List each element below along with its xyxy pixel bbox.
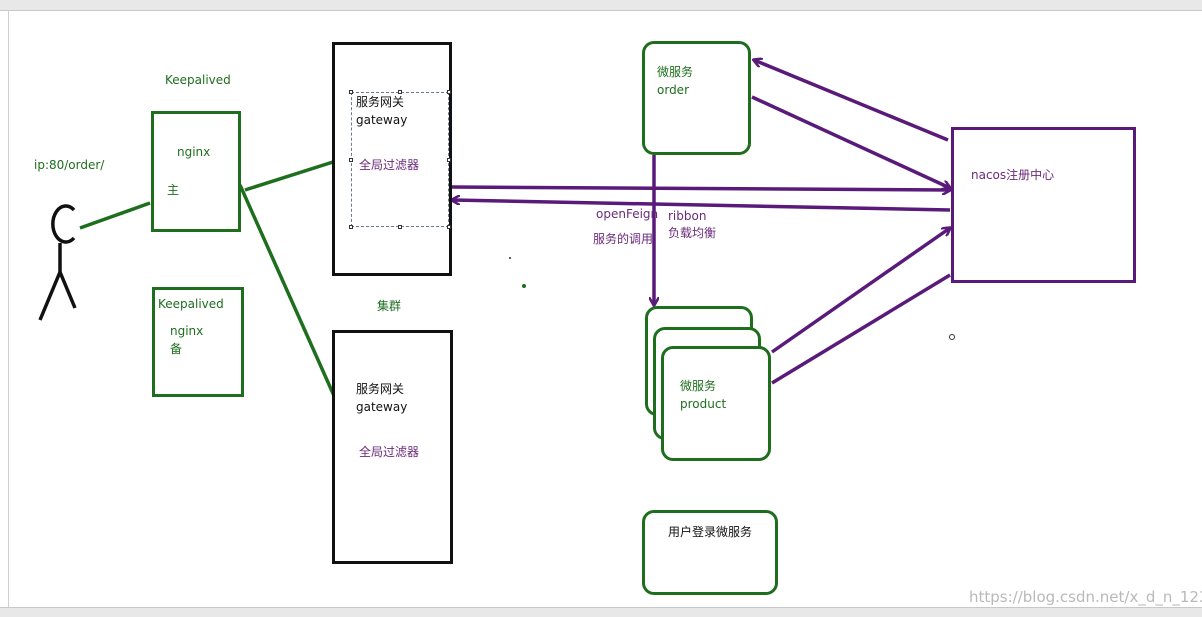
user-to-nginx-line — [79, 201, 151, 230]
login-service-box — [642, 510, 778, 595]
nginx-to-gateway2-line — [238, 184, 337, 399]
dot-marker — [949, 334, 955, 340]
selection-handle[interactable] — [447, 90, 451, 94]
nginx-backup-box — [152, 287, 244, 397]
top-toolbar-strip — [0, 0, 1202, 11]
ribbon-label: ribbon — [668, 209, 707, 223]
product-sub: product — [680, 397, 727, 411]
order-sub: order — [657, 83, 689, 97]
dot-marker — [509, 257, 511, 259]
order-title: 微服务 — [657, 65, 694, 79]
gateway1-filter: 全局过滤器 — [359, 158, 420, 172]
stick-figure-icon — [38, 204, 77, 321]
gateway2-filter: 全局过滤器 — [359, 445, 420, 459]
nginx-backup-label: nginx — [170, 324, 204, 338]
keepalived-master-label: Keepalived — [165, 73, 231, 87]
dot-marker — [522, 284, 526, 288]
order-to-nacos-line-1 — [751, 95, 950, 188]
openfeign-label: openFeign — [596, 207, 659, 221]
selection-handle[interactable] — [398, 225, 402, 229]
gateway1-title: 服务网关 — [356, 95, 405, 109]
selection-handle[interactable] — [349, 225, 353, 229]
master-label: 主 — [167, 183, 180, 197]
selection-handle[interactable] — [447, 225, 451, 229]
selection-handle[interactable] — [398, 90, 402, 94]
selection-handle[interactable] — [349, 90, 353, 94]
nacos-registry-box — [951, 127, 1136, 283]
gateway-box-2 — [332, 330, 453, 564]
cluster-label: 集群 — [377, 299, 402, 313]
bottom-status-strip — [0, 607, 1202, 617]
selection-handle[interactable] — [447, 158, 451, 162]
nacos-label: nacos注册中心 — [971, 168, 1055, 182]
product-to-nacos-line-2 — [771, 273, 951, 385]
order-service-box — [642, 41, 751, 155]
url-label: ip:80/order/ — [34, 158, 105, 172]
service-call-label: 服务的调用 — [593, 232, 654, 246]
nginx-to-gateway1-line — [244, 160, 334, 192]
load-balance-label: 负载均衡 — [668, 226, 717, 240]
gateway2-sub: gateway — [356, 400, 408, 414]
product-title: 微服务 — [680, 379, 717, 393]
product-to-nacos-line-1 — [770, 228, 950, 354]
nacos-to-order-line — [754, 60, 949, 142]
watermark: https://blog.csdn.net/x_d_n_123 — [969, 588, 1202, 606]
login-service-label: 用户登录微服务 — [668, 525, 753, 539]
product-instance-box-1 — [661, 346, 771, 461]
selection-handle[interactable] — [349, 158, 353, 162]
nginx-master-box — [151, 111, 241, 232]
backup-label: 备 — [170, 342, 183, 356]
nginx-master-label: nginx — [177, 145, 211, 159]
gateway-to-nacos-line — [451, 187, 950, 190]
gateway1-sub: gateway — [356, 113, 408, 127]
gateway2-title: 服务网关 — [356, 382, 405, 396]
canvas-left-edge — [8, 10, 9, 607]
nacos-to-gateway-line — [452, 200, 951, 212]
keepalived-backup-label: Keepalived — [158, 297, 224, 311]
